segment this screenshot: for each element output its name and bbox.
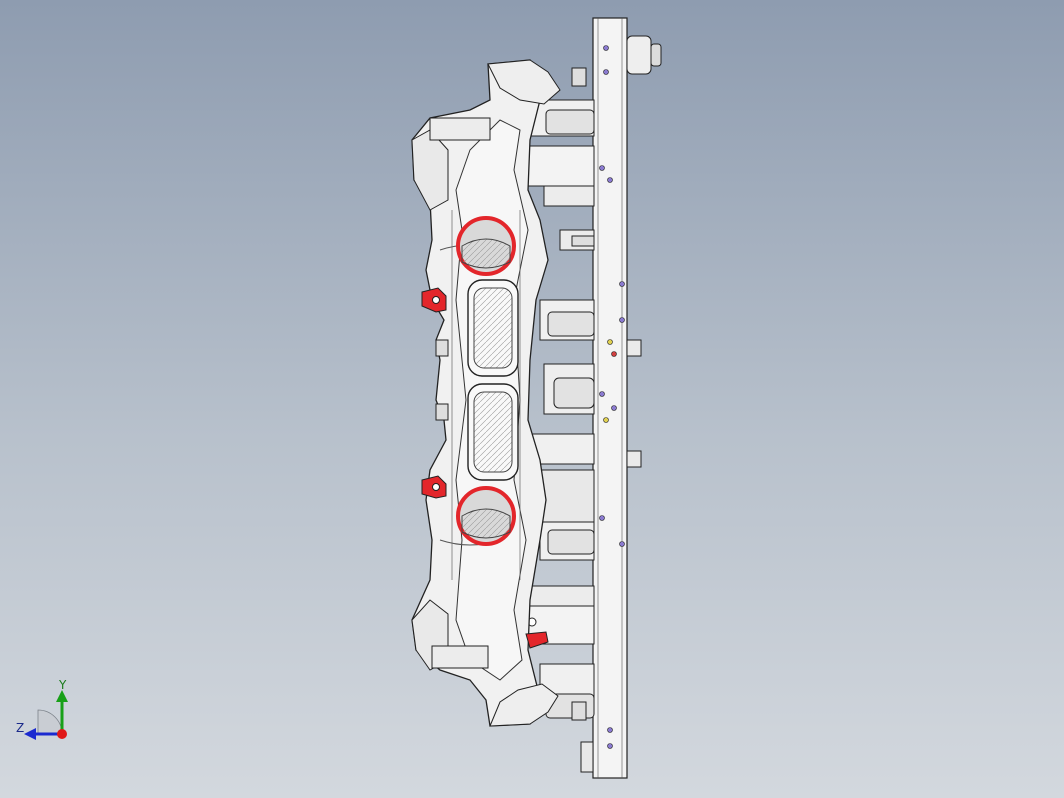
part-bolts [435, 67, 595, 721]
y-axis-label: Y [59, 678, 67, 692]
plate-fasteners [599, 45, 625, 749]
orientation-triad [24, 690, 68, 740]
z-axis-label: Z [16, 721, 25, 735]
locating-pins [626, 35, 662, 468]
x-axis-dot [57, 729, 67, 739]
highlighted-bores [456, 216, 516, 546]
pneumatic-cylinders [545, 109, 595, 719]
base-plate[interactable] [580, 17, 628, 779]
highlighted-tabs [421, 287, 549, 649]
